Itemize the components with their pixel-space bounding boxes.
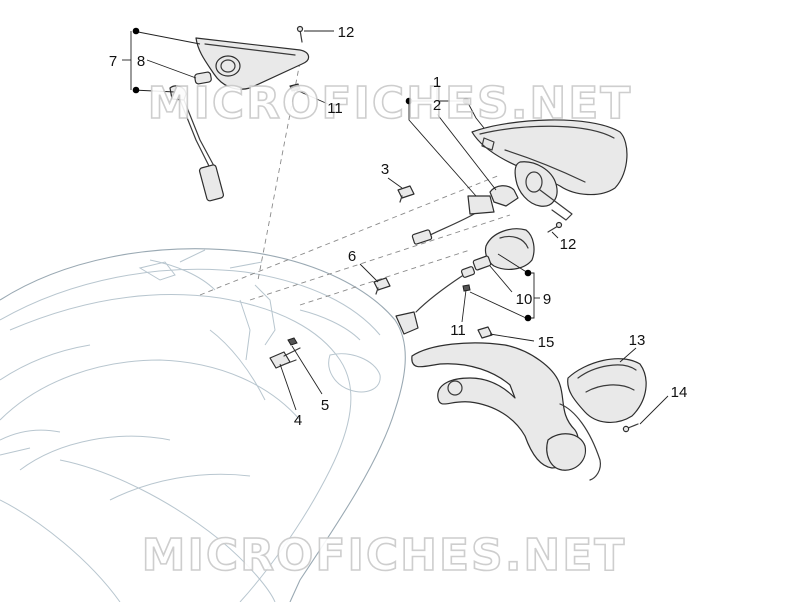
rear-bracket-assembly: [411, 326, 647, 481]
callout-labels: 7 8 12 11 1 2 3 12 6 10 9 11 15 13 14 4 …: [109, 24, 688, 429]
plate-light-assembly: [395, 228, 535, 335]
callout-15: 15: [538, 334, 555, 351]
wiring-connectors: [269, 337, 301, 369]
callout-12-top: 12: [338, 24, 355, 41]
assembly-guides: [199, 61, 511, 306]
callout-12-right: 12: [560, 236, 577, 253]
watermark-bottom: MICROFICHES.NET: [142, 530, 627, 581]
callout-3: 3: [381, 161, 389, 178]
retaining-clips: [373, 185, 415, 295]
dot-9-top: [524, 269, 532, 277]
tail-lamp-assembly: [411, 119, 628, 245]
callout-11-top: 11: [327, 100, 343, 117]
callout-11-mid: 11: [450, 322, 466, 339]
bracket-dots: [132, 27, 532, 322]
callout-4: 4: [294, 412, 302, 429]
callout-10: 10: [516, 291, 533, 308]
scooter-rear-body: [0, 248, 406, 602]
dot-1-right: [462, 97, 470, 105]
callout-2: 2: [433, 97, 441, 114]
watermarks: MICROFICHES.NET MICROFICHES.NET: [141, 77, 633, 582]
callout-14: 14: [671, 384, 688, 401]
dot-7-top: [132, 27, 140, 35]
dot-9-bottom: [524, 314, 532, 322]
callout-9: 9: [543, 291, 551, 308]
callout-13: 13: [629, 332, 646, 349]
callout-5: 5: [321, 397, 329, 414]
callout-leaders: [122, 30, 669, 425]
callout-6: 6: [348, 248, 356, 265]
dot-1-left: [405, 97, 413, 105]
callout-7: 7: [109, 53, 117, 70]
watermark-top: MICROFICHES.NET: [148, 78, 633, 129]
dot-7-bottom: [132, 86, 140, 94]
callout-8: 8: [137, 53, 145, 70]
callout-1: 1: [433, 74, 441, 91]
front-lamp-assembly: [169, 25, 310, 202]
